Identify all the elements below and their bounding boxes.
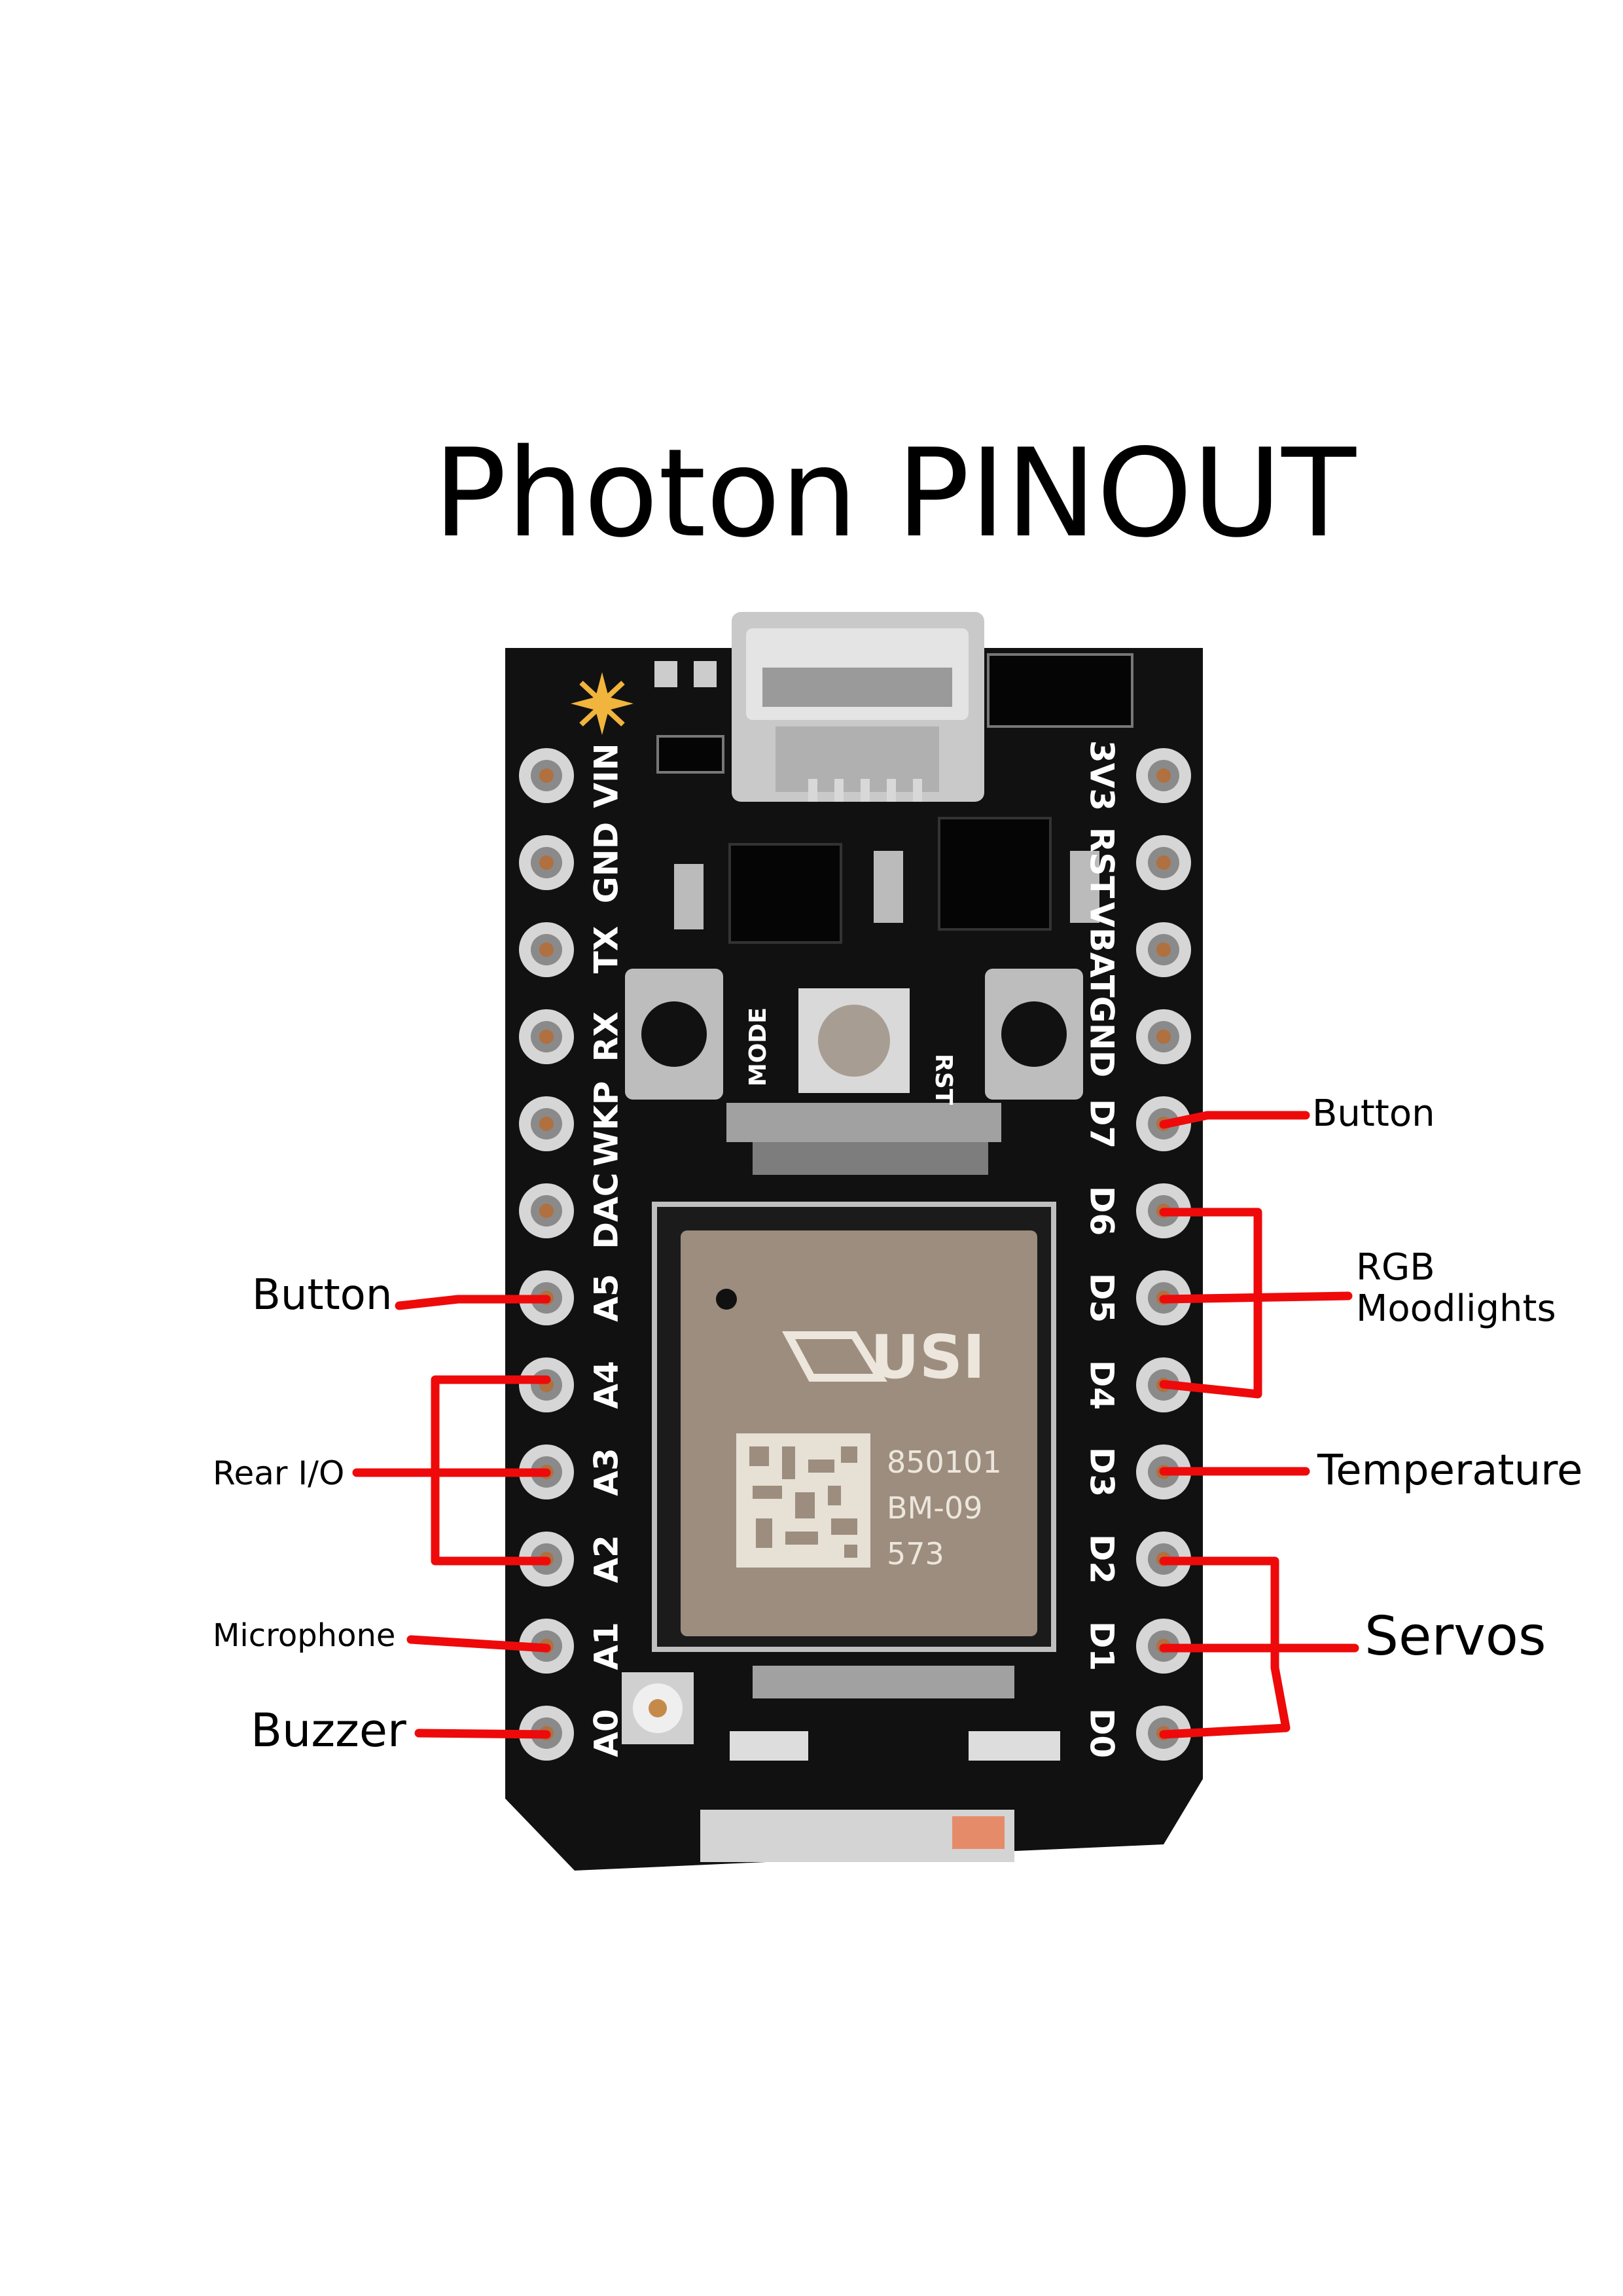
pin-label-right-d0: D0 [1083,1708,1121,1758]
pin-label-right-3v3: 3V3 [1083,740,1121,811]
wire-buzzer [414,1729,551,1739]
module-brand: USI [870,1322,985,1392]
pin-label-right-d2: D2 [1083,1534,1121,1584]
pin-label-left-vin: VIN [588,743,626,808]
pin-label-left-a3: A3 [588,1448,626,1496]
pin-labels: VINGNDTXRXWKPDACA5A4A3A2A1A03V3RSTVBATGN… [588,740,1121,1758]
pin-left-a4 [519,1357,574,1412]
pin-right-3v3 [1136,748,1191,803]
components [654,653,1133,1862]
pin-left-tx [519,922,574,977]
pin-right-vbat [1136,922,1191,977]
pin-right-gnd [1136,1009,1191,1064]
pin-label-left-a5: A5 [588,1274,626,1322]
callout-labels: Button RGB Moodlights Temperature Servos… [213,1092,1582,1757]
usb-connector [732,612,984,802]
usi-logo-icon [781,1331,887,1382]
pin-label-left-tx: TX [588,926,626,974]
wire-servos-bracket [1159,1556,1291,1739]
pin-label-left-a1: A1 [588,1622,626,1670]
callout-rgb-line2: Moodlights [1356,1287,1556,1330]
pin-label-left-gnd: GND [588,822,626,903]
photon-board: MODE RST USI 850101 BM-09 573 [505,612,1203,1871]
wire-microphone [406,1635,551,1653]
callout-servos: Servos [1364,1605,1546,1668]
pin-label-right-rst: RST [1083,827,1121,899]
pin-label-right-d6: D6 [1083,1186,1121,1236]
callout-temperature: Temperature [1317,1446,1582,1495]
pin-label-right-d4: D4 [1083,1360,1121,1410]
pin-label-right-gnd: GND [1083,996,1121,1077]
callout-button-right: Button [1312,1092,1435,1135]
pin-label-left-wkp: WKP [588,1081,626,1167]
pin-left-dac [519,1183,574,1238]
pin-left-rx [519,1009,574,1064]
wire-button-right [1159,1111,1310,1129]
pin-label-left-dac: DAC [588,1173,626,1249]
page-title: Photon PINOUT [433,422,1357,564]
wire-button-left [395,1295,551,1310]
antenna-connector [622,1672,694,1744]
pin-label-left-a0: A0 [588,1709,626,1757]
pin-label-right-d3: D3 [1083,1447,1121,1497]
pin-left-vin [519,748,574,803]
callout-microphone: Microphone [213,1617,395,1654]
pin-label-right-d7: D7 [1083,1099,1121,1149]
pin-left-wkp [519,1096,574,1151]
module-line-1: 850101 [887,1444,1002,1480]
wire-rgb-bracket [1159,1208,1262,1399]
pin-label-right-d1: D1 [1083,1621,1121,1671]
rst-label: RST [930,1054,957,1105]
rgb-led [798,988,910,1093]
pin-label-left-rx: RX [588,1011,626,1062]
callout-button-left: Button [252,1271,392,1319]
mode-button [625,969,723,1100]
pin-left-gnd [519,835,574,890]
wire-rgb-mid [1159,1291,1353,1304]
pin-label-left-a2: A2 [588,1535,626,1583]
wifi-module: USI 850101 BM-09 573 [652,1202,1056,1652]
pin-label-right-d5: D5 [1083,1273,1121,1323]
callout-rear-io: Rear I/O [213,1454,344,1492]
pin-label-left-a4: A4 [588,1361,626,1409]
callout-buzzer: Buzzer [251,1704,406,1757]
callout-rgb-line1: RGB [1356,1246,1435,1289]
pin-right-rst [1136,835,1191,890]
module-line-2: BM-09 [887,1490,982,1526]
pin-label-right-vbat: VBAT [1083,902,1121,997]
reset-button [985,969,1083,1100]
mode-label: MODE [745,1007,772,1086]
particle-logo-icon [571,672,633,735]
annotation-wires [352,1111,1359,1739]
module-line-3: 573 [887,1536,944,1571]
